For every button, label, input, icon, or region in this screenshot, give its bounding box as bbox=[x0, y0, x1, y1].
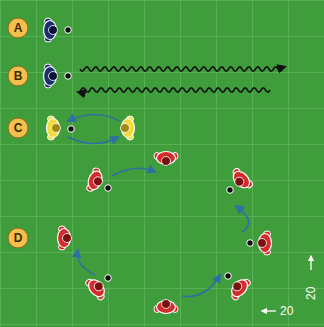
pass-arrow bbox=[68, 137, 118, 144]
player bbox=[154, 300, 178, 314]
grid-line bbox=[0, 0, 1, 327]
callout-letter: D bbox=[14, 231, 23, 245]
player bbox=[228, 167, 255, 194]
callout-circle-shape bbox=[8, 66, 28, 86]
player bbox=[47, 116, 61, 140]
player-head bbox=[49, 72, 58, 81]
player-head bbox=[52, 124, 61, 133]
player-body bbox=[47, 119, 60, 138]
player-head bbox=[63, 234, 72, 243]
callout-letter: A bbox=[14, 21, 23, 35]
ball bbox=[65, 27, 72, 34]
ball bbox=[68, 126, 75, 133]
grid-line bbox=[0, 144, 324, 145]
player bbox=[44, 64, 58, 88]
player-body bbox=[157, 301, 176, 314]
player-body bbox=[58, 229, 71, 248]
player-body bbox=[230, 168, 253, 191]
player-head bbox=[162, 300, 171, 309]
pass-arrow bbox=[78, 250, 95, 275]
player-head bbox=[233, 175, 246, 188]
player-body bbox=[228, 277, 250, 300]
player-body bbox=[157, 152, 176, 165]
ball bbox=[105, 275, 112, 282]
player-head bbox=[92, 280, 105, 293]
grid-line bbox=[216, 0, 217, 327]
player-body bbox=[44, 21, 57, 40]
grid-line bbox=[144, 0, 145, 327]
dimension-label: 20 bbox=[280, 304, 293, 318]
callout-circle-shape bbox=[8, 18, 28, 38]
grid-line bbox=[252, 0, 253, 327]
grid-line bbox=[0, 0, 324, 1]
grid-line bbox=[288, 0, 289, 327]
pass-arrow bbox=[68, 115, 120, 122]
callout-letter: C bbox=[14, 121, 23, 135]
ball bbox=[225, 273, 232, 280]
ball bbox=[65, 73, 72, 80]
grid-line bbox=[0, 180, 324, 181]
dimension-label: 20 bbox=[304, 287, 318, 300]
player-body bbox=[122, 119, 135, 138]
grid-line bbox=[0, 288, 324, 289]
grid-line bbox=[72, 0, 73, 327]
ball bbox=[227, 187, 234, 194]
player bbox=[58, 226, 72, 250]
dimension-arrow bbox=[262, 310, 276, 311]
player-head bbox=[49, 26, 58, 35]
grid-line bbox=[36, 0, 37, 327]
player-head bbox=[121, 124, 130, 133]
player-body bbox=[259, 234, 272, 253]
player-body bbox=[85, 277, 107, 300]
player bbox=[258, 231, 272, 255]
dimension-arrow bbox=[310, 256, 311, 270]
player bbox=[121, 116, 135, 140]
player-head bbox=[231, 280, 244, 293]
grid-line bbox=[0, 108, 324, 109]
pass-arrow bbox=[112, 168, 155, 176]
player bbox=[44, 18, 58, 42]
grid-line bbox=[0, 252, 324, 253]
callout-circle: C bbox=[7, 117, 29, 139]
player-head bbox=[92, 176, 104, 188]
ball bbox=[105, 185, 112, 192]
player bbox=[85, 167, 106, 194]
callout-circle-shape bbox=[8, 118, 28, 138]
player-head bbox=[258, 239, 267, 248]
dribble-arrow bbox=[80, 67, 285, 71]
player-body bbox=[44, 67, 57, 86]
player-body bbox=[86, 169, 105, 191]
callout-circle: A bbox=[7, 17, 29, 39]
dribble-arrow bbox=[78, 88, 270, 92]
grid-line bbox=[0, 324, 324, 325]
callout-circle: B bbox=[7, 65, 29, 87]
pass-arrow bbox=[236, 206, 249, 232]
player bbox=[154, 152, 178, 166]
player-head bbox=[162, 157, 171, 166]
callout-circle: D bbox=[7, 227, 29, 249]
ball bbox=[247, 240, 254, 247]
grid-line bbox=[0, 216, 324, 217]
grid-line bbox=[180, 0, 181, 327]
callout-letter: B bbox=[14, 69, 23, 83]
callout-circle-shape bbox=[8, 228, 28, 248]
pass-arrow bbox=[182, 275, 220, 297]
